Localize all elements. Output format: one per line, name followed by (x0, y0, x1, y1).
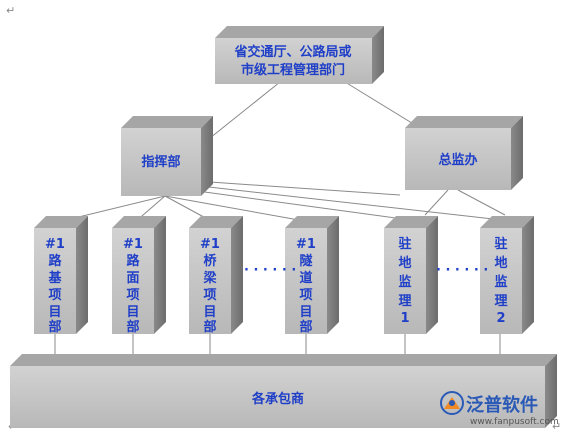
box-project-3: #1 桥 梁 项 目 部 (189, 216, 243, 335)
project-4-line-4: 目 (299, 305, 312, 320)
site-1-line-4: 1 (400, 311, 409, 326)
line-command-to-supervisor (209, 181, 401, 196)
site-2-line-4: 2 (496, 311, 505, 326)
project-3-line-1: 桥 (203, 253, 217, 269)
line-command-to-site-1 (189, 189, 411, 221)
line-command-to-project-4 (164, 195, 311, 223)
box-site-supervisor-1: 驻 地 监 理 1 (384, 216, 438, 334)
box-project-1: #1 路 基 项 目 部 (34, 216, 88, 335)
project-2-line-1: 路 (126, 253, 140, 269)
box-command: 指挥部 (121, 116, 213, 196)
project-1-line-3: 项 (48, 288, 61, 303)
site-2-line-1: 地 (494, 255, 507, 271)
ellipsis-site-supervisors: · · · · · · (436, 263, 488, 278)
paragraph-mark-top-left: ↵ (6, 4, 15, 17)
line-top-to-supervisor (344, 81, 421, 129)
project-3-line-3: 项 (203, 288, 216, 303)
project-1-line-2: 基 (47, 270, 62, 286)
project-4-line-0: #1 (296, 237, 316, 252)
watermark-brand: 泛普软件 (466, 394, 538, 416)
site-1-line-2: 监 (398, 274, 411, 290)
site-2-line-2: 监 (494, 274, 507, 290)
project-4-line-3: 项 (299, 288, 312, 303)
fanpu-logo-icon (440, 391, 464, 415)
supervisor-label: 总监办 (438, 152, 477, 168)
line-supervisor-to-site-1 (424, 189, 449, 216)
project-1-line-4: 目 (48, 305, 61, 320)
project-4-line-1: 隧 (299, 253, 312, 269)
paragraph-mark-bottom-right: ↵ (552, 420, 561, 433)
ellipsis-projects: · · · · · · (244, 263, 296, 278)
project-2-line-0: #1 (123, 237, 143, 252)
project-3-line-2: 梁 (202, 270, 217, 286)
project-3-line-5: 部 (203, 319, 216, 335)
top-authority-line2: 市级工程管理部门 (241, 62, 345, 78)
project-1-line-0: #1 (45, 237, 65, 252)
box-project-2: #1 路 面 项 目 部 (112, 216, 166, 335)
box-top-authority: 省交通厅、公路局或 市级工程管理部门 (215, 26, 384, 84)
project-2-line-3: 项 (126, 288, 139, 303)
fanpu-watermark: 泛普软件 www.fanpusoft.com (440, 391, 559, 427)
site-1-line-3: 理 (398, 294, 411, 309)
watermark-url: www.fanpusoft.com (470, 417, 559, 427)
site-2-line-0: 驻 (494, 236, 507, 252)
project-3-line-4: 目 (203, 305, 216, 320)
box-supervisor: 总监办 (405, 116, 523, 190)
box-site-supervisor-2: 驻 地 监 理 2 (480, 216, 534, 334)
project-2-line-4: 目 (126, 305, 139, 320)
site-1-line-1: 地 (398, 255, 411, 271)
project-3-line-0: #1 (200, 237, 220, 252)
project-2-line-5: 部 (126, 319, 139, 335)
site-1-line-0: 驻 (398, 236, 411, 252)
contractors-label: 各承包商 (251, 391, 304, 407)
project-2-line-2: 面 (126, 271, 139, 286)
line-top-to-command (209, 81, 281, 139)
project-1-line-1: 路 (48, 253, 62, 269)
box-project-4: #1 隧 道 项 目 部 (285, 216, 339, 335)
project-4-line-5: 部 (299, 319, 312, 335)
project-4-line-2: 道 (299, 270, 312, 286)
project-1-line-5: 部 (48, 319, 61, 335)
box-contractors: 各承包商 (10, 354, 557, 428)
line-command-to-site-2 (199, 185, 503, 221)
line-supervisor-to-site-2 (457, 189, 506, 216)
command-label: 指挥部 (141, 154, 180, 170)
top-authority-line1: 省交通厅、公路局或 (233, 44, 351, 60)
site-2-line-3: 理 (494, 294, 507, 309)
